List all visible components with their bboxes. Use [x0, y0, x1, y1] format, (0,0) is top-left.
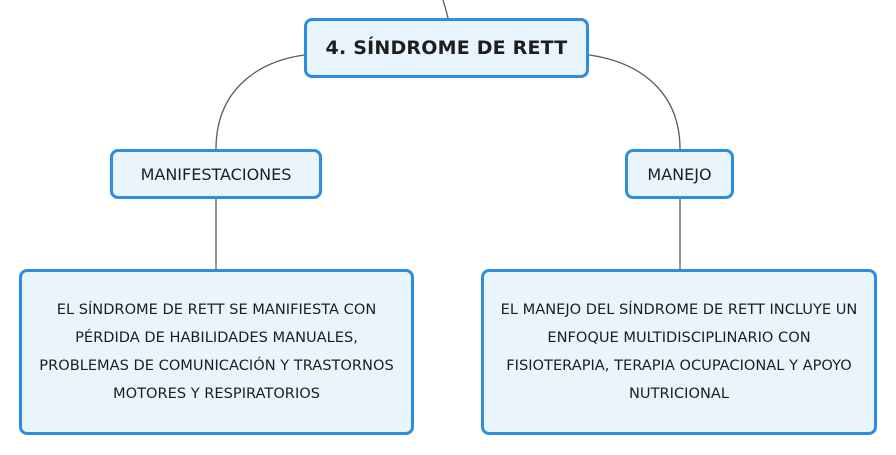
connector-root-to-manifestaciones — [215, 54, 305, 150]
branch-node-label: MANIFESTACIONES — [140, 164, 292, 184]
detail-node-manifestaciones[interactable]: EL SÍNDROME DE RETT SE MANIFIESTA CON PÉ… — [19, 269, 414, 435]
detail-node-text: EL SÍNDROME DE RETT SE MANIFIESTA CON PÉ… — [39, 301, 394, 402]
connector-parent-to-root — [442, 0, 449, 19]
detail-node-text: EL MANEJO DEL SÍNDROME DE RETT INCLUYE U… — [500, 301, 858, 402]
connector-root-to-manejo — [588, 54, 681, 150]
root-node[interactable]: 4. SÍNDROME DE RETT — [304, 18, 589, 78]
detail-node-manejo[interactable]: EL MANEJO DEL SÍNDROME DE RETT INCLUYE U… — [481, 269, 877, 435]
root-node-label: 4. SÍNDROME DE RETT — [325, 37, 568, 59]
branch-node-manejo[interactable]: MANEJO — [625, 149, 734, 199]
branch-node-manifestaciones[interactable]: MANIFESTACIONES — [110, 149, 322, 199]
branch-node-label: MANEJO — [647, 164, 712, 184]
